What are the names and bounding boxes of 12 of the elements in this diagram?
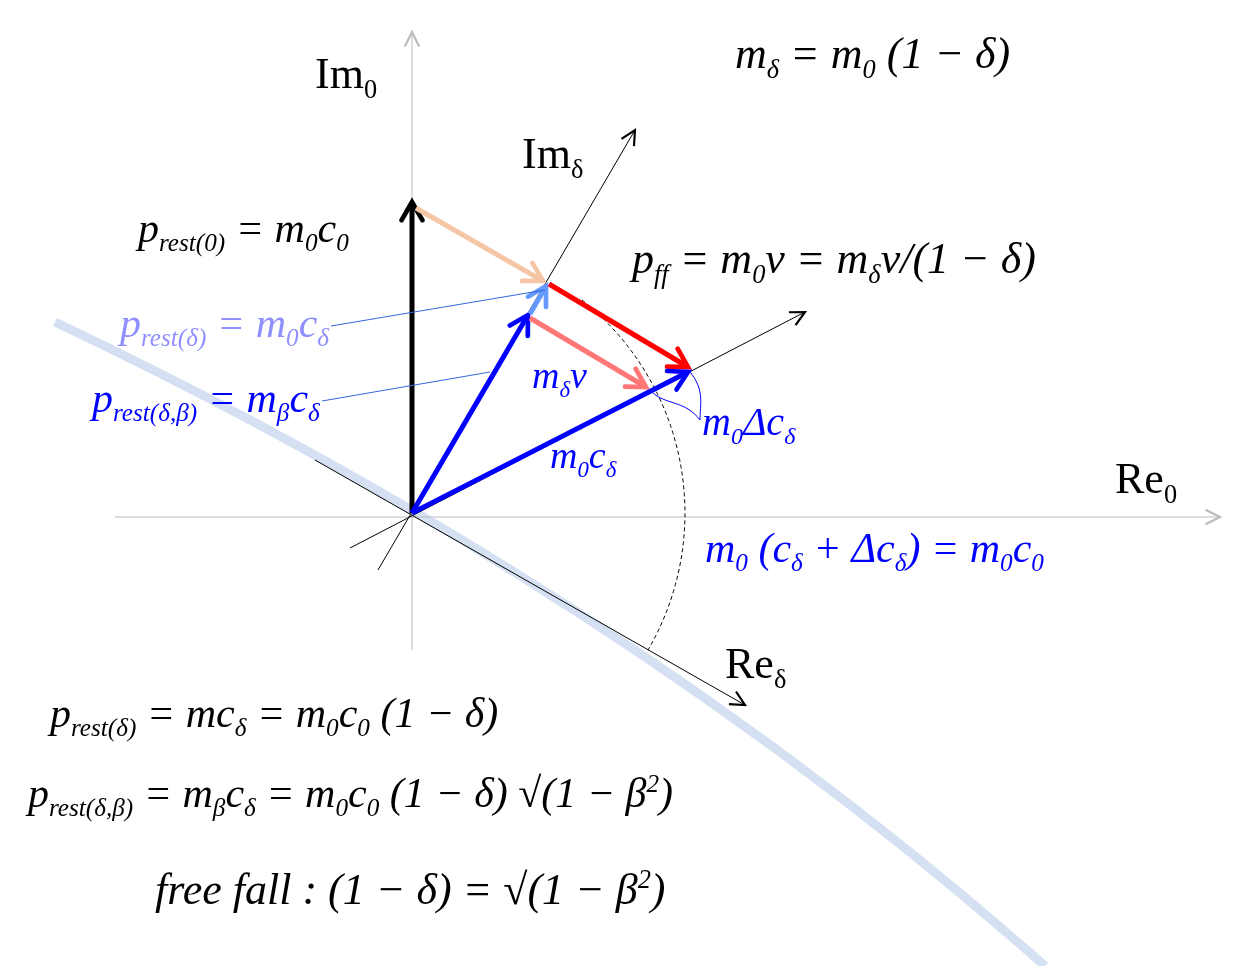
- axis-label: Re$_{0}$: [1115, 455, 1178, 509]
- axis-label: Im$_{0}$: [315, 50, 378, 104]
- formula: free fall : (1 − δ) = √(1 − β$^{2}$): [155, 865, 666, 915]
- leader-line: [330, 289, 546, 327]
- formula: m$_{δ}$ = m$_{0}$ (1 − δ): [735, 30, 1011, 84]
- vector-label: m$_{δ}$v: [532, 355, 587, 402]
- formula: m$_{0}$ (c$_{δ}$ + Δc$_{δ}$) = m$_{0}$c$_{0}$: [705, 525, 1044, 578]
- vector-label: m$_{0}$Δc$_{δ}$: [702, 400, 796, 450]
- leader-line: [321, 371, 491, 402]
- axis-label: Im$_{δ}$: [522, 130, 584, 184]
- axis-label: Re$_{δ}$: [725, 640, 787, 694]
- vector-label: m$_{0}$c$_{δ}$: [550, 435, 617, 482]
